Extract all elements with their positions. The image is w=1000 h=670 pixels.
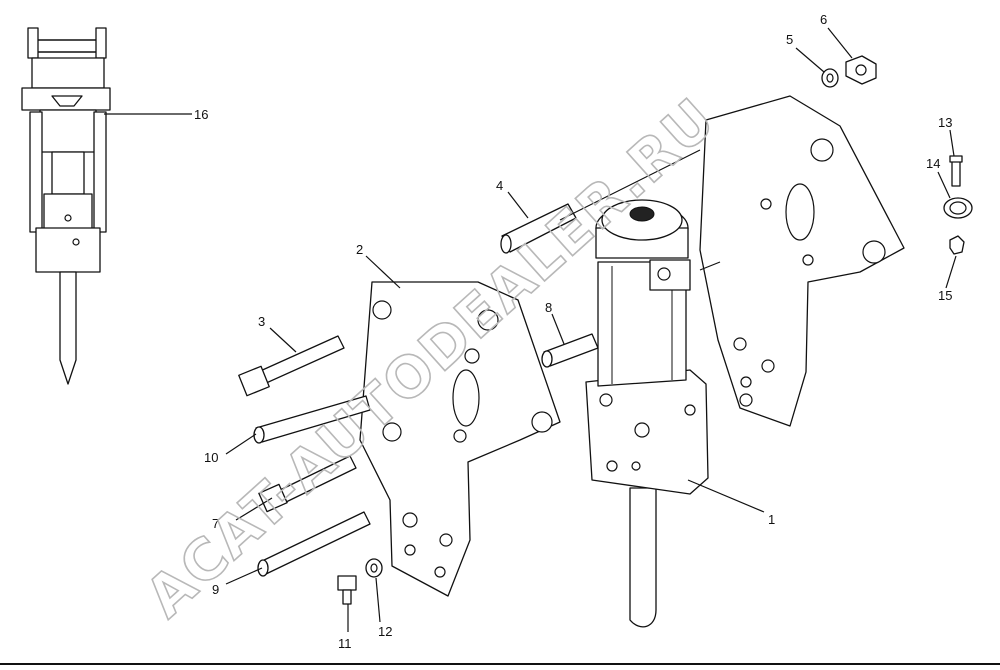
callout-14: 14 [926,156,940,171]
pin-9 [257,511,371,577]
pin-4 [500,203,577,254]
callout-8: 8 [545,300,552,315]
nut-15 [949,235,965,255]
callout-3: 3 [258,314,265,329]
washer-12 [365,558,383,578]
bushing-14 [943,197,973,219]
pin-8 [541,333,599,368]
callout-1: 1 [768,512,775,527]
callout-4: 4 [496,178,503,193]
callout-11: 11 [338,636,352,651]
right-side-plate [699,95,905,427]
washer-5 [821,68,839,88]
callout-15: 15 [938,288,952,303]
callout-12: 12 [378,624,392,639]
callout-10: 10 [204,450,218,465]
callout-5: 5 [786,32,793,47]
callout-9: 9 [212,582,219,597]
callout-7: 7 [212,516,219,531]
left-side-plate [359,281,561,597]
callout-13: 13 [938,115,952,130]
bolt-11 [337,575,357,605]
callout-labels: 1 2 3 4 5 6 7 8 9 10 11 12 13 14 15 16 [194,12,952,651]
nut-6 [845,55,877,85]
bolt-7 [258,455,357,513]
leader-lines [104,27,957,632]
assembled-breaker-view [21,27,111,385]
bolt-3 [238,335,345,397]
callout-6: 6 [820,12,827,27]
pin-10 [253,395,371,444]
callout-2: 2 [356,242,363,257]
breaker-body [585,199,709,628]
callout-16: 16 [194,107,208,122]
bolt-13 [949,155,963,187]
